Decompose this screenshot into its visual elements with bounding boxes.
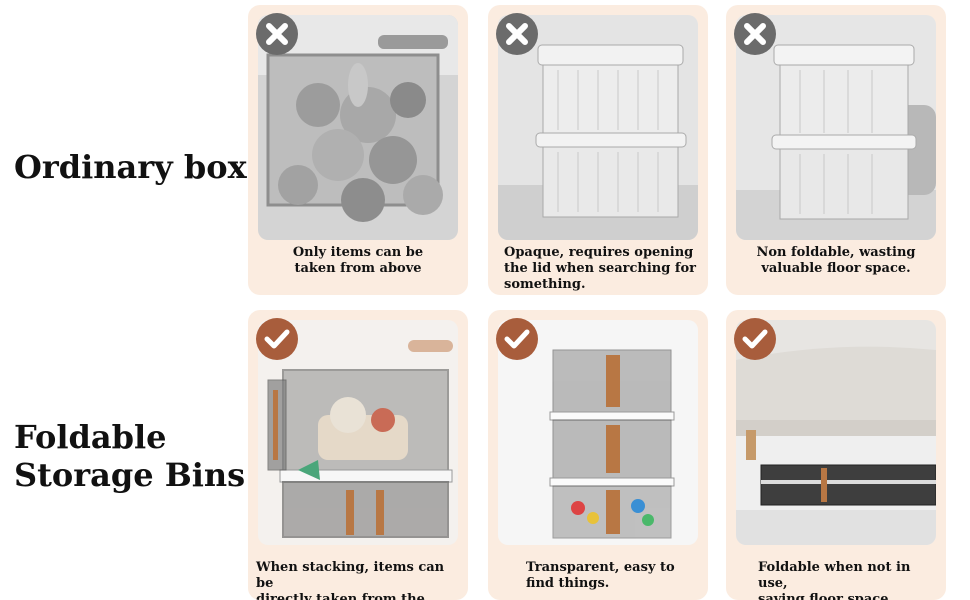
caption-line: saving floor space [758,592,889,600]
caption-line: Opaque, requires opening [504,245,694,260]
caption-line: something. [504,277,586,292]
photo-front-access-bins [258,320,458,545]
row-label-foldable-line1: Foldable [14,418,167,456]
caption-line: find things. [526,576,610,591]
caption-line: taken from above [294,261,422,276]
row-label-foldable-storage-bins: Foldable Storage Bins [14,418,245,494]
photo-folded-bins-under-sofa [736,320,936,545]
comparison-card-foldable-front-access: When stacking, items can be directly tak… [248,310,468,600]
caption-ordinary-top-access: Only items can be taken from above [256,245,460,277]
caption-line: When stacking, items can be [256,560,445,591]
caption-line: Only items can be [292,245,424,260]
x-icon [734,13,776,55]
caption-line: Non foldable, wasting [756,245,916,260]
row-label-ordinary-box: Ordinary box [14,148,247,186]
comparison-card-foldable-space-saving: Foldable when not in use, saving floor s… [726,310,946,600]
caption-line: valuable floor space. [761,261,911,276]
caption-ordinary-non-foldable: Non foldable, wasting valuable floor spa… [734,245,938,277]
comparison-card-ordinary-non-foldable: Non foldable, wasting valuable floor spa… [726,5,946,295]
row-label-foldable-line2: Storage Bins [14,456,246,494]
caption-line: Transparent, easy to [526,560,675,575]
caption-ordinary-opaque: Opaque, requires opening the lid when se… [496,245,700,293]
comparison-card-ordinary-opaque: Opaque, requires opening the lid when se… [488,5,708,295]
comparison-card-foldable-transparent: Transparent, easy to find things. [488,310,708,600]
caption-line: directly taken from the front [256,592,425,600]
caption-line: Foldable when not in use, [758,560,911,591]
x-icon [496,13,538,55]
comparison-card-ordinary-toys: Only items can be taken from above [248,5,468,295]
check-icon [496,318,538,360]
check-icon [256,318,298,360]
caption-foldable-front-access: When stacking, items can be directly tak… [256,560,460,600]
caption-foldable-space-saving: Foldable when not in use, saving floor s… [734,560,938,600]
photo-transparent-bins [498,320,698,545]
caption-foldable-transparent: Transparent, easy to find things. [496,560,700,592]
photo-toy-box [258,15,458,240]
x-icon [256,13,298,55]
caption-line: the lid when searching for [504,261,696,276]
photo-opaque-boxes [498,15,698,240]
check-icon [734,318,776,360]
photo-non-foldable-boxes [736,15,936,240]
